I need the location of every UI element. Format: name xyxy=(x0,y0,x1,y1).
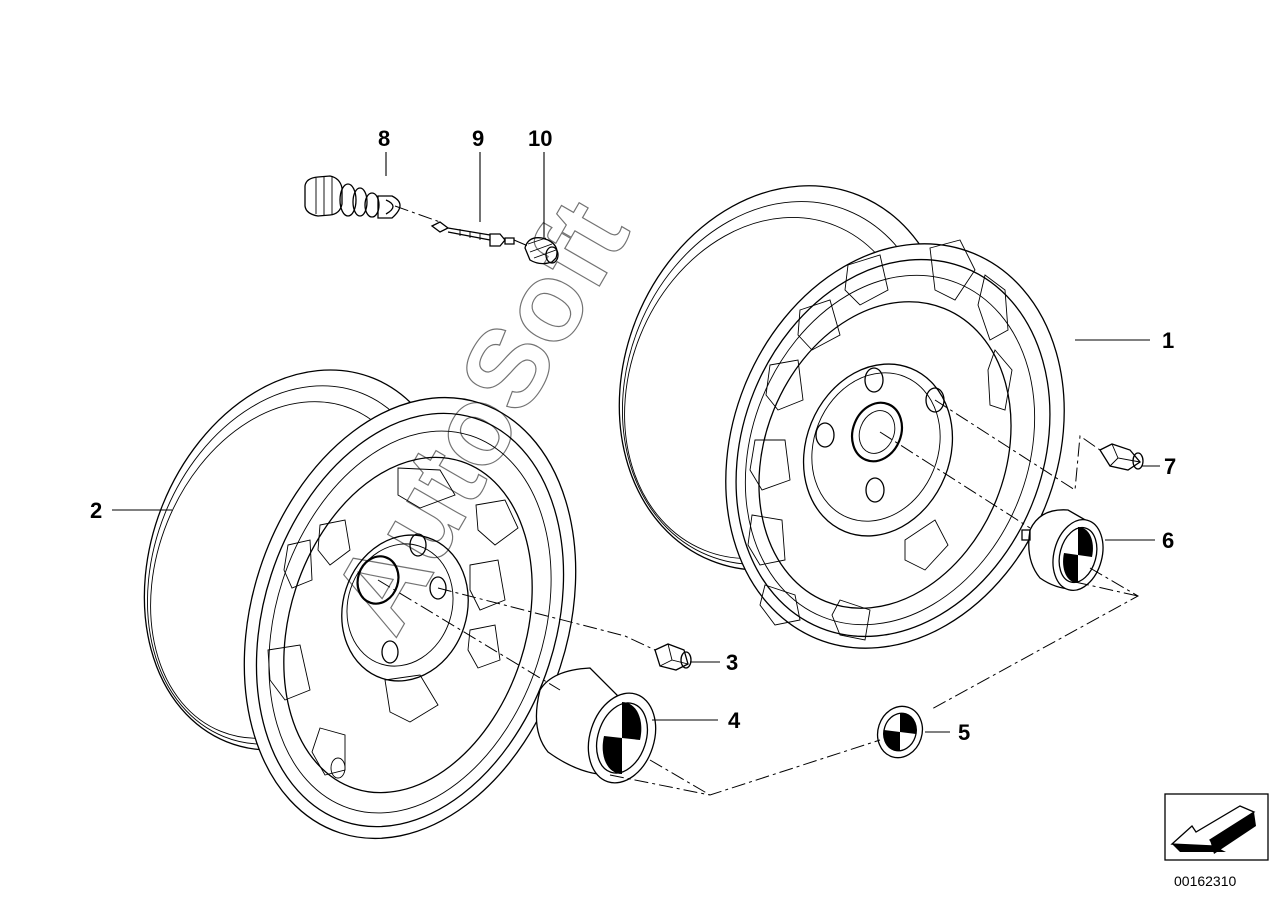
wheel-2-drawing xyxy=(143,369,577,840)
lug-bolt-drawing xyxy=(654,643,692,671)
emblem-drawing xyxy=(876,705,924,759)
callout-9: 9 xyxy=(472,126,484,151)
valve-cap-drawing xyxy=(524,237,559,265)
valve-assembly-line xyxy=(394,205,529,247)
callout-8: 8 xyxy=(378,126,390,151)
wheel-1-drawing xyxy=(618,185,1065,649)
assembly-lines xyxy=(377,399,1140,796)
callout-1: 1 xyxy=(1162,328,1174,353)
callout-labels: 1 2 3 4 5 6 7 8 9 10 xyxy=(90,126,1176,745)
callout-4: 4 xyxy=(728,708,741,733)
document-number: 00162310 xyxy=(1174,873,1237,889)
callout-5: 5 xyxy=(958,720,970,745)
direction-arrow-icon xyxy=(1164,793,1269,861)
valve-core-drawing xyxy=(430,221,515,247)
callout-10: 10 xyxy=(528,126,552,151)
callout-3: 3 xyxy=(726,650,738,675)
callout-6: 6 xyxy=(1162,528,1174,553)
valve-drawing xyxy=(304,175,401,219)
callout-2: 2 xyxy=(90,498,102,523)
hub-cap-drawing xyxy=(535,667,657,784)
callout-7: 7 xyxy=(1164,454,1176,479)
hub-cap-small-drawing xyxy=(1021,509,1104,591)
lug-bolt-small-drawing xyxy=(1099,443,1144,471)
callout-leaders xyxy=(112,152,1160,733)
